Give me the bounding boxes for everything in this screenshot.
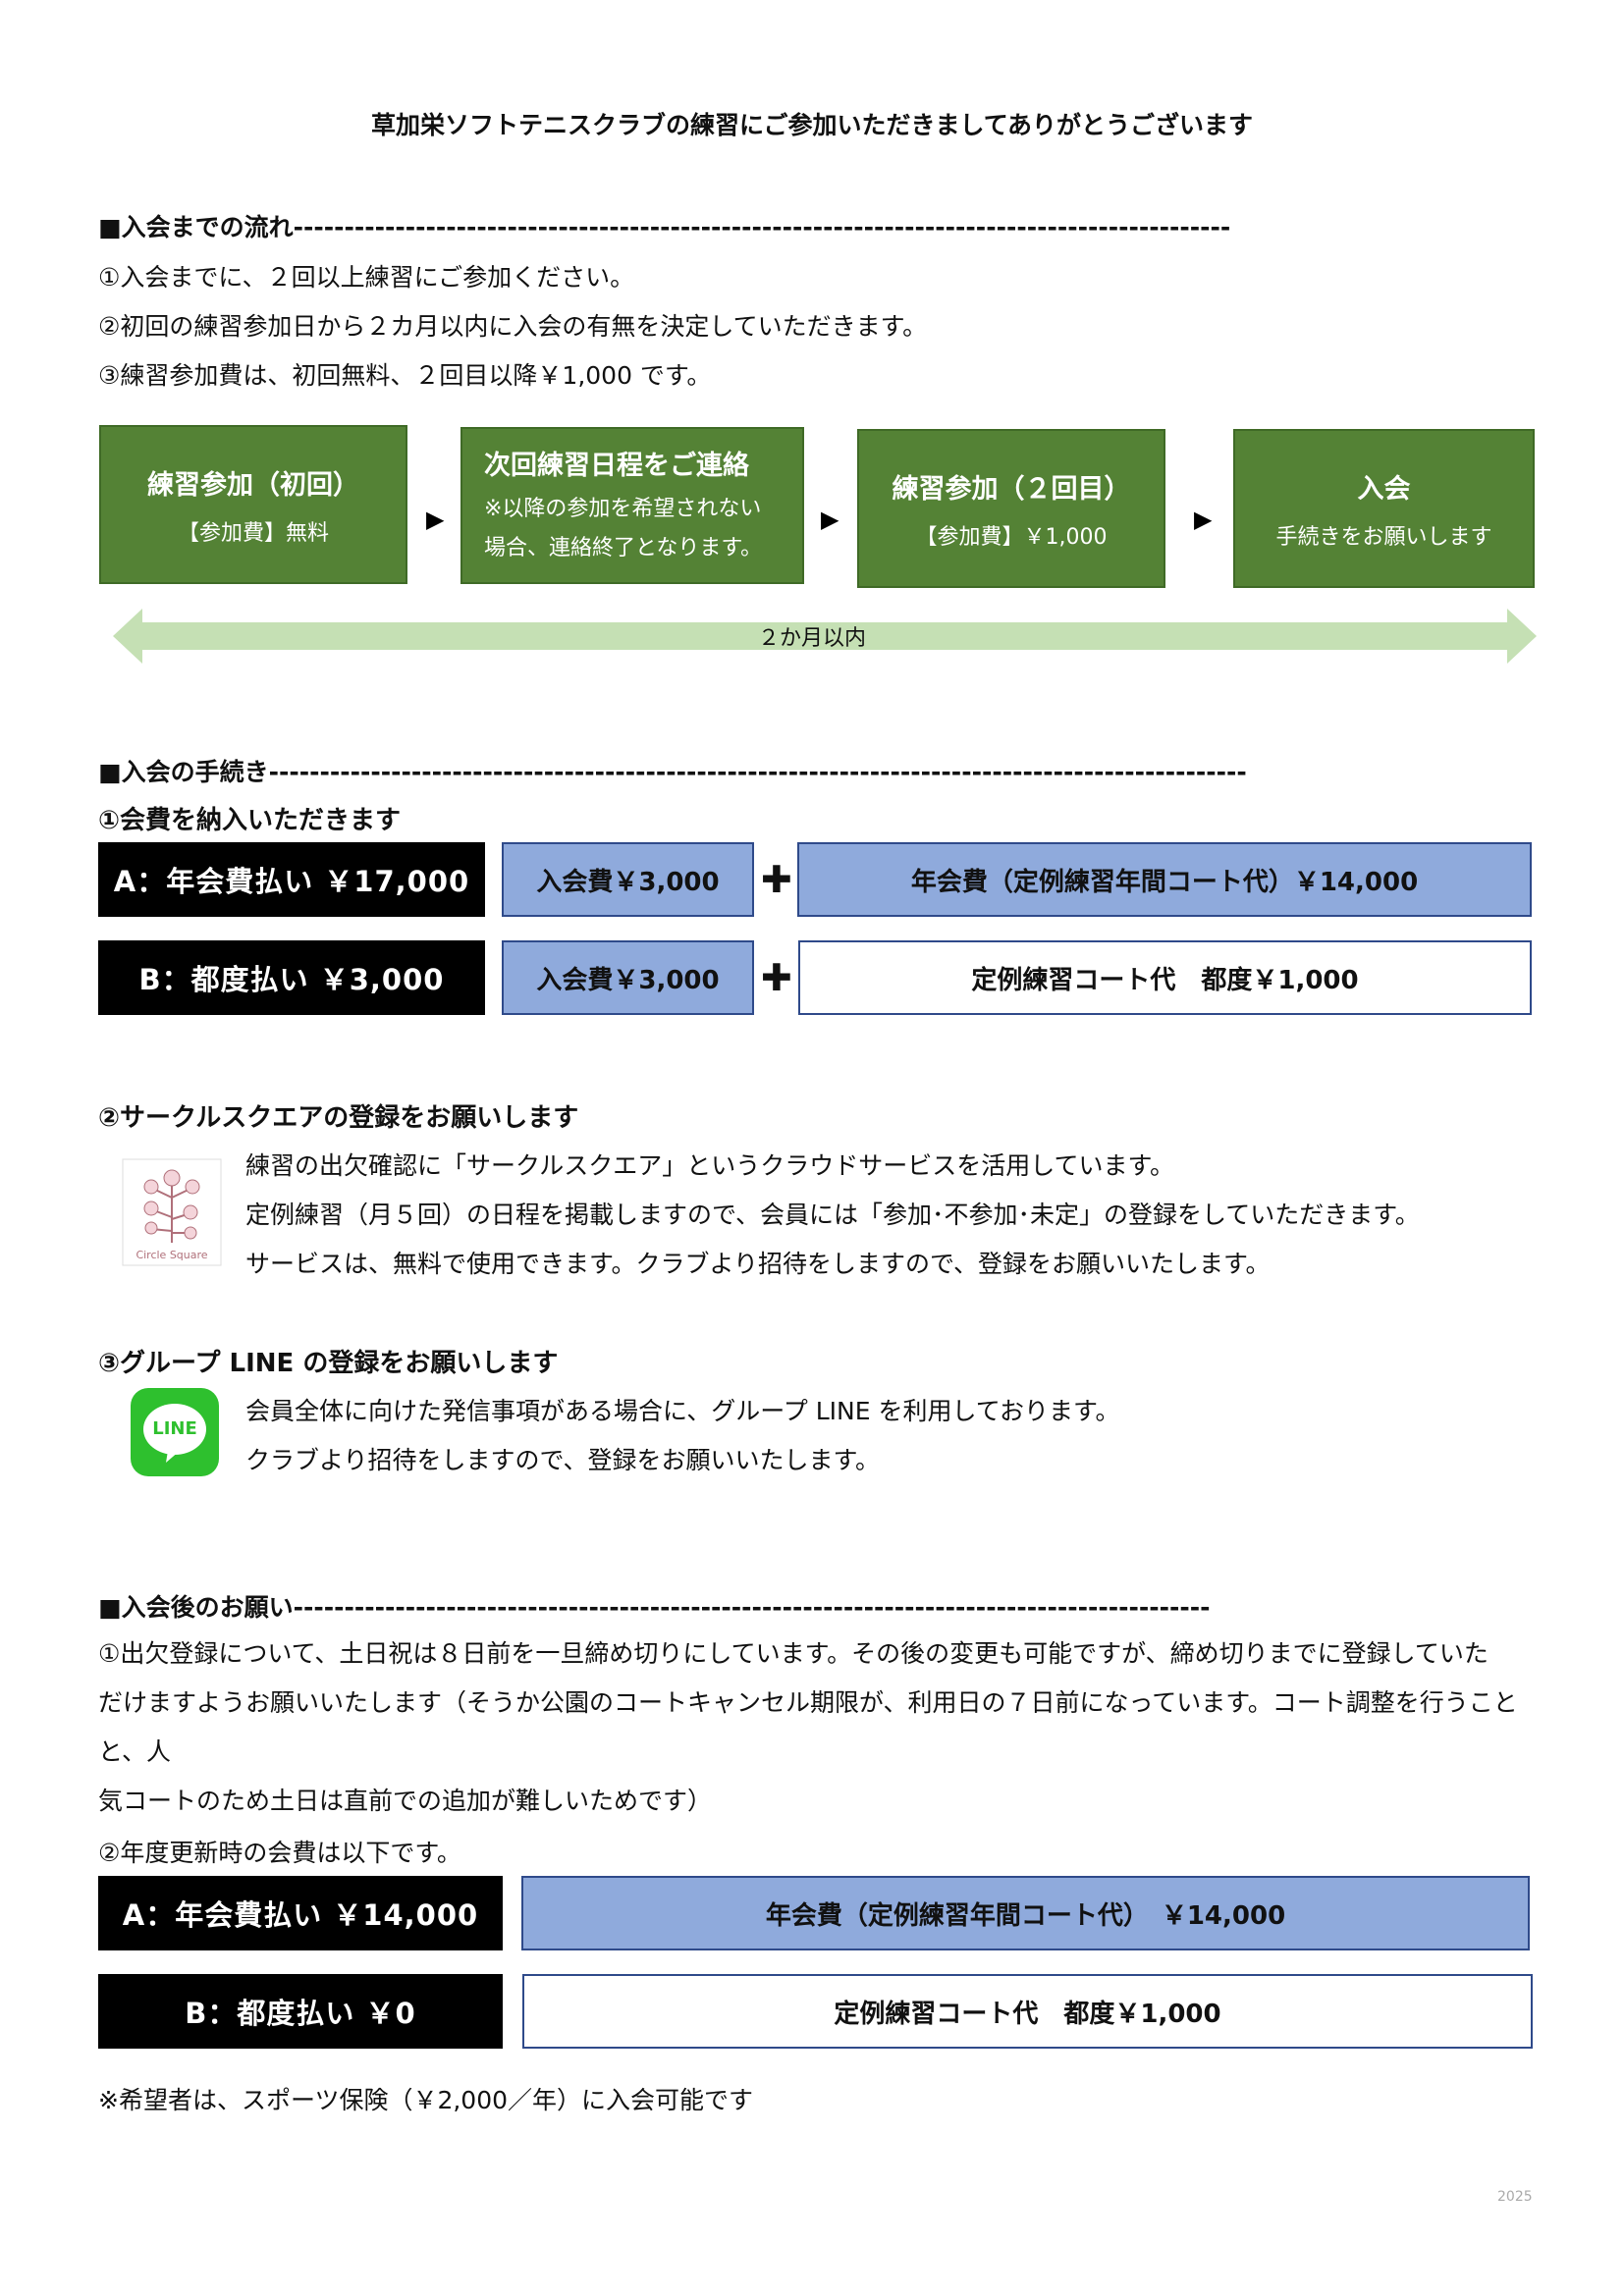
flow-step-sub: 手続きをお願いします (1275, 524, 1492, 550)
per-visit-fee-box: 定例練習コート代 都度￥1,000 (798, 940, 1532, 1015)
section-heading-flow: ■入会までの流れ--------------------------------… (98, 213, 1231, 241)
step3-line-1: 会員全体に向けた発信事項がある場合に、グループ LINE を利用しております。 (245, 1397, 1120, 1425)
step2-line-2: 定例練習（月５回）の日程を掲載しますので、会員には「参加･不参加･未定」の登録を… (245, 1201, 1420, 1229)
flow-line-2: ②初回の練習参加日から２カ月以内に入会の有無を決定していただきます。 (98, 312, 928, 341)
paragraph-line: 気コートのため土日は直前での追加が難しいためです） (98, 1787, 713, 1815)
section-heading-after-join: ■入会後のお願い--------------------------------… (98, 1593, 1211, 1622)
step3-line-2: クラブより招待をしますので、登録をお願いいたします。 (245, 1446, 881, 1474)
flow-arrow-icon: ▶ (426, 506, 445, 533)
period-arrow (113, 609, 1537, 664)
plus-icon: ✚ (761, 858, 792, 901)
footer-year: 2025 (1497, 2189, 1533, 2205)
renewal-label: ②年度更新時の会費は以下です。 (98, 1839, 461, 1867)
step2-line-3: サービスは、無料で使用できます。クラブより招待をしますので、登録をお願いいたしま… (245, 1250, 1271, 1278)
section-heading-procedure: ■入会の手続き---------------------------------… (98, 758, 1247, 786)
renewal-plan-b-label: B：都度払い ￥0 (98, 1974, 503, 2049)
flow-step-sub: ※以降の参加を希望されない 場合、連絡終了となります。 (484, 490, 802, 568)
flow-step-title: 練習参加（初回） (147, 469, 359, 501)
after-join-paragraph: ①出欠登録について、土日祝は８日前を一旦締め切りにしています。その後の変更も可能… (98, 1629, 1542, 1826)
period-label: ２か月以内 (757, 626, 866, 651)
flow-step-note-2: 場合、連絡終了となります。 (484, 535, 763, 561)
plan-b-label: B：都度払い ￥3,000 (98, 940, 485, 1015)
insurance-note: ※希望者は、スポーツ保険（￥2,000／年）に入会可能です (98, 2086, 754, 2114)
flow-arrow-icon: ▶ (821, 506, 839, 533)
annual-fee-box: 年会費（定例練習年間コート代）￥14,000 (797, 842, 1532, 917)
plus-icon: ✚ (761, 956, 792, 999)
renewal-plan-a-label: A：年会費払い ￥14,000 (98, 1876, 503, 1950)
flow-step-sub: 【参加費】無料 (177, 520, 329, 546)
renewal-annual-fee-box: 年会費（定例練習年間コート代） ￥14,000 (521, 1876, 1530, 1950)
flow-step-second-practice: 練習参加（２回目） 【参加費】￥1,000 (857, 429, 1165, 588)
flow-step-first-practice: 練習参加（初回） 【参加費】無料 (99, 425, 407, 584)
flow-step-sub: 【参加費】￥1,000 (915, 524, 1108, 550)
step1-label: ①会費を納入いただきます (98, 806, 402, 835)
flow-step-join: 入会 手続きをお願いします (1233, 429, 1535, 588)
step3-label: ③グループ LINE の登録をお願いします (98, 1349, 559, 1378)
renewal-per-visit-fee-box: 定例練習コート代 都度￥1,000 (522, 1974, 1533, 2049)
flow-line-1: ①入会までに、２回以上練習にご参加ください。 (98, 263, 635, 292)
flow-step-title: 次回練習日程をご連絡 (484, 450, 749, 481)
step2-label: ②サークルスクエアの登録をお願いします (98, 1103, 579, 1133)
entry-fee-box: 入会費￥3,000 (502, 940, 754, 1015)
flow-arrow-icon: ▶ (1194, 506, 1213, 533)
paragraph-line: ①出欠登録について、土日祝は８日前を一旦締め切りにしています。その後の変更も可能… (98, 1639, 1489, 1668)
flow-step-title: 入会 (1357, 473, 1411, 505)
flow-step-next-schedule: 次回練習日程をご連絡 ※以降の参加を希望されない 場合、連絡終了となります。 (460, 427, 804, 584)
flow-line-3: ③練習参加費は、初回無料、２回目以降￥1,000 です。 (98, 361, 712, 390)
flow-step-note-1: ※以降の参加を希望されない (484, 496, 762, 521)
step2-line-1: 練習の出欠確認に「サークルスクエア」というクラウドサービスを活用しています。 (245, 1151, 1175, 1180)
flow-step-title: 練習参加（２回目） (892, 473, 1131, 505)
line-logo-text: LINE (152, 1418, 197, 1439)
circle-square-logo: Circle Square (122, 1158, 222, 1266)
plan-a-label: A：年会費払い ￥17,000 (98, 842, 485, 917)
paragraph-line: だけますようお願いいたします（そうか公園のコートキャンセル期限が、利用日の７日前… (98, 1688, 1518, 1766)
line-logo-icon: LINE (129, 1386, 221, 1478)
page-title: 草加栄ソフトテニスクラブの練習にご参加いただきましてありがとうございます (370, 111, 1253, 139)
circle-square-logo-text: Circle Square (135, 1249, 208, 1261)
entry-fee-box: 入会費￥3,000 (502, 842, 754, 917)
